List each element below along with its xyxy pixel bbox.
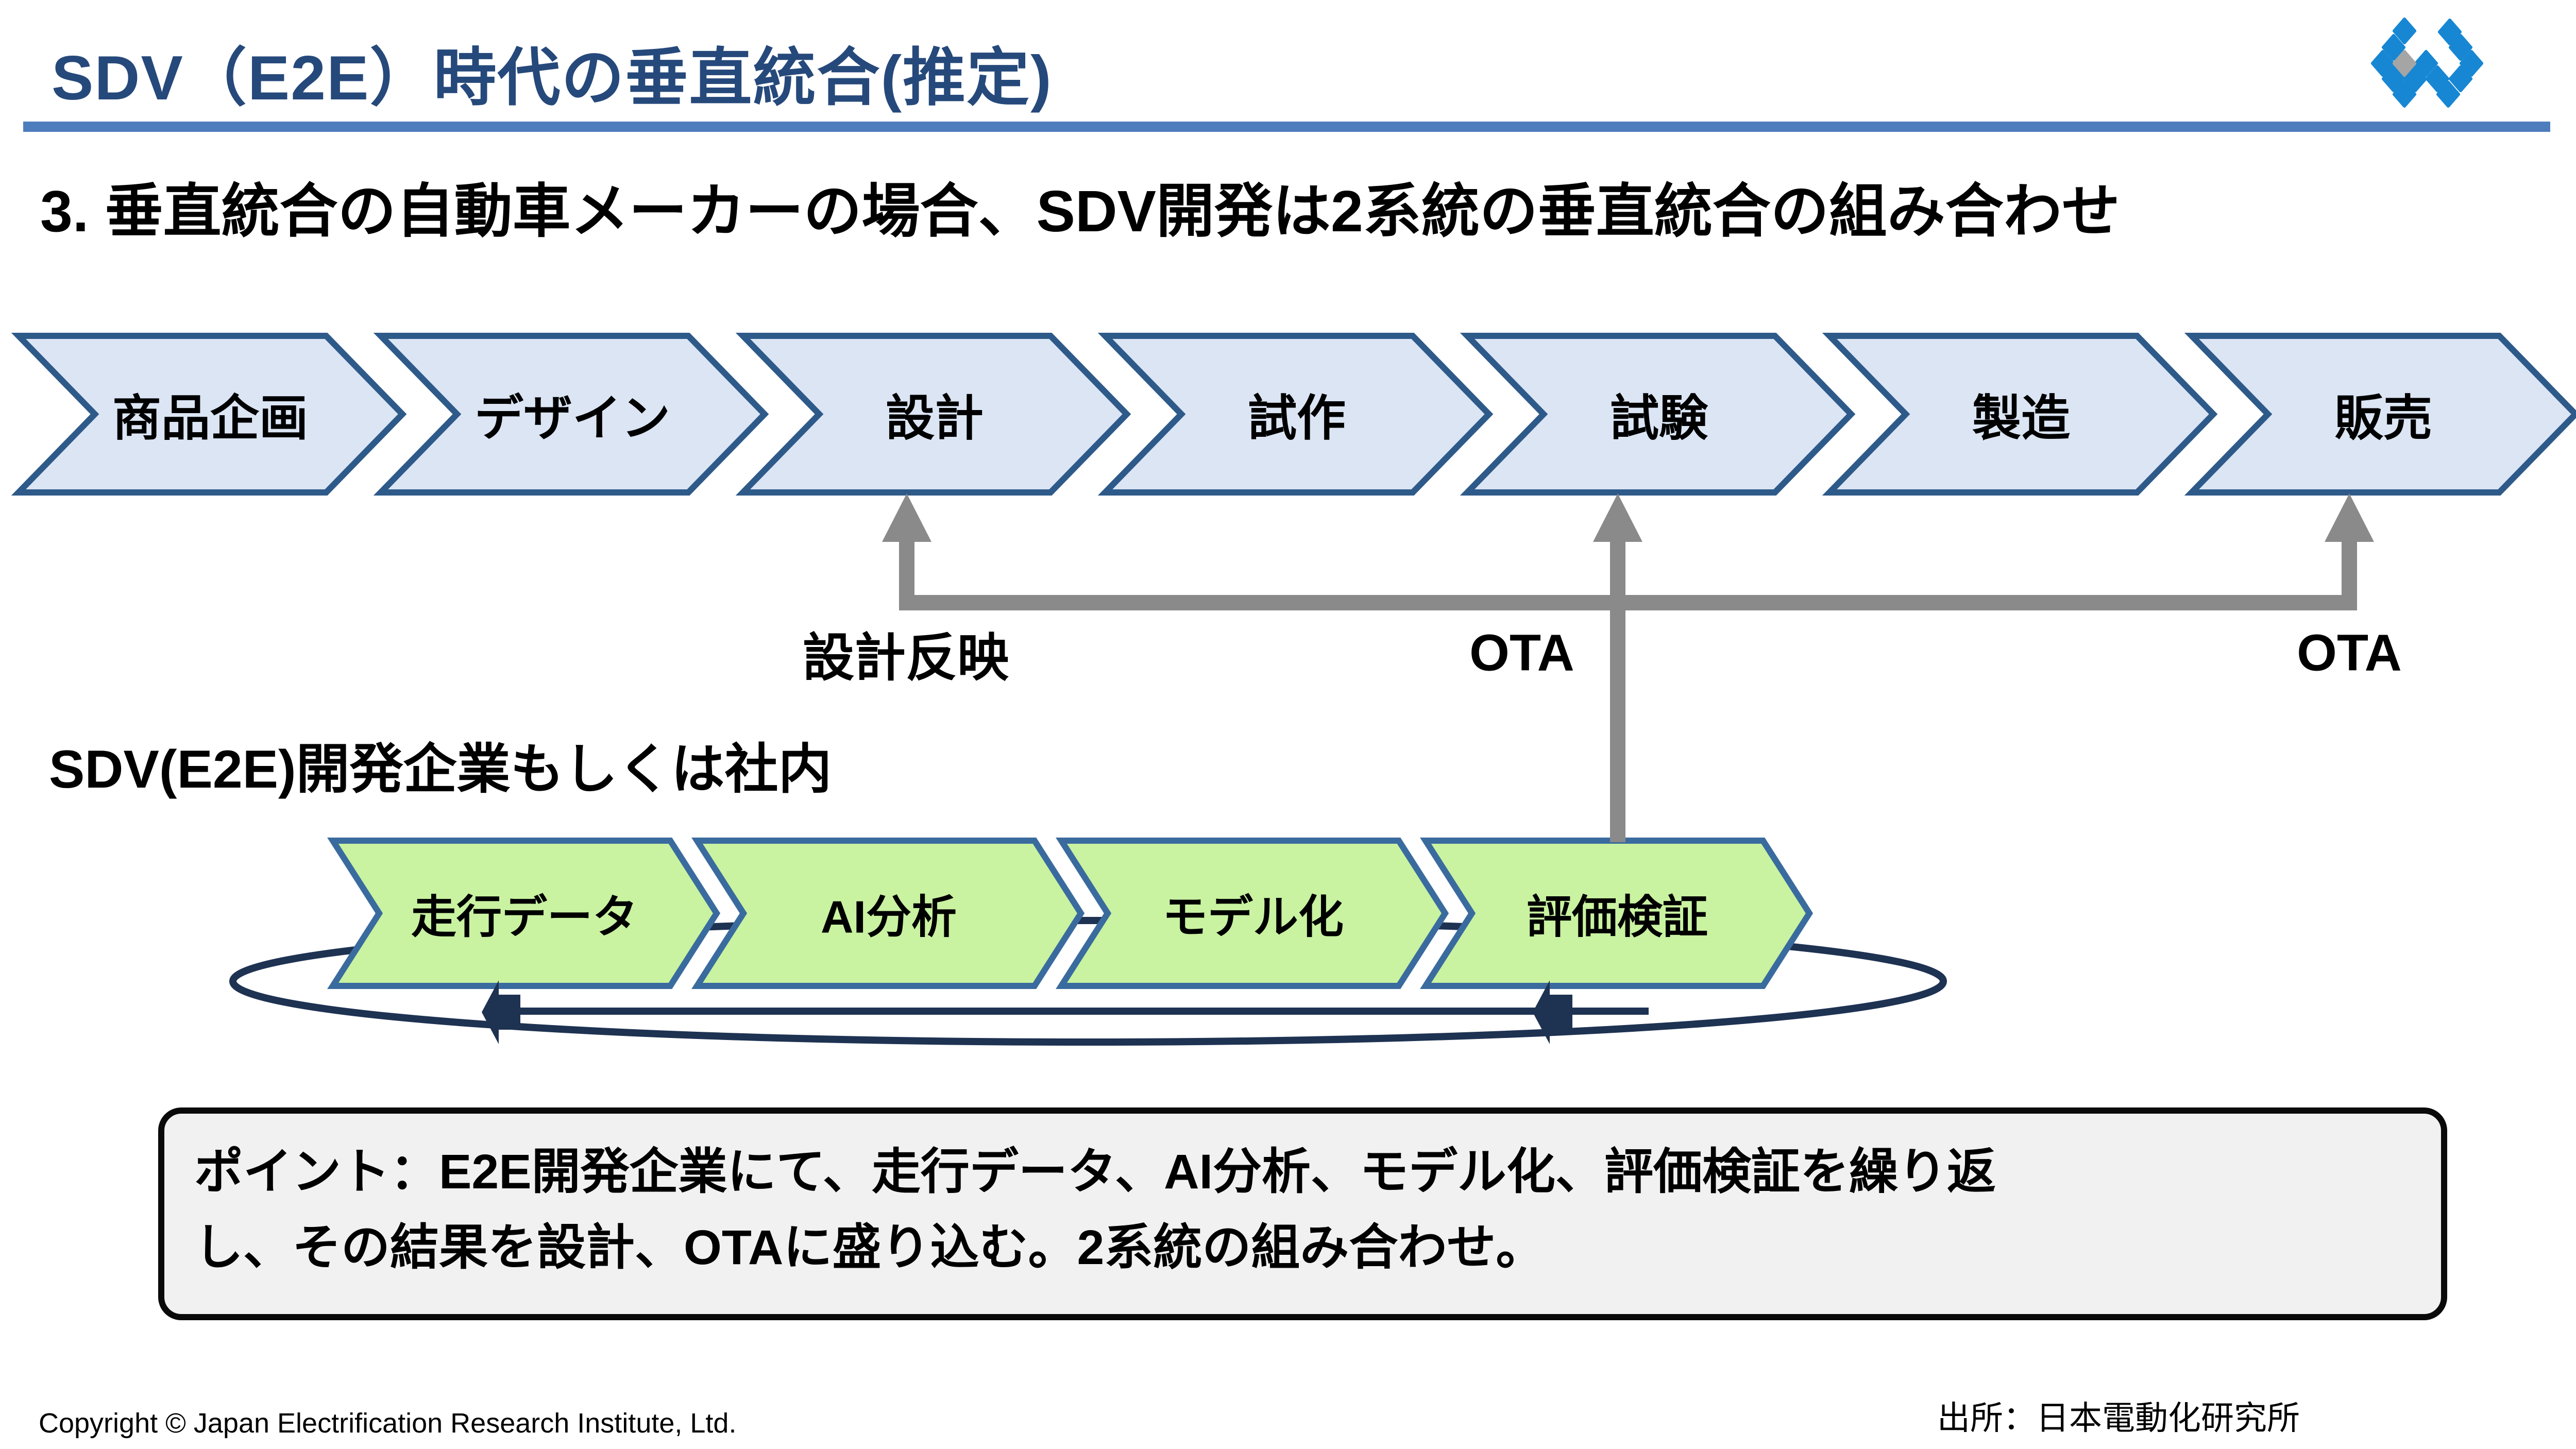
top-process-row — [11, 333, 2576, 496]
loop-chevron-4 — [1420, 838, 1814, 989]
process-chevron-3 — [735, 333, 1131, 496]
section-heading: 3. 垂直統合の自動車メーカーの場合、SDV開発は2系統の垂直統合の組み合わせ — [40, 179, 2120, 244]
footer-source: 出所：日本電動化研究所 — [1937, 1400, 2300, 1437]
process-label-prototype: 試作 — [1247, 391, 1346, 446]
loop-chevron-1 — [327, 838, 721, 989]
process-chevron-6 — [1822, 333, 2218, 496]
process-label-engineering: 設計 — [885, 391, 984, 446]
loop-label-driving-data: 走行データ — [411, 891, 638, 943]
loop-chevron-2 — [691, 838, 1085, 989]
point-text-line2: し、その結果を設計、OTAに盛り込む。2系統の組み合わせ。 — [194, 1220, 1545, 1275]
process-chevron-2 — [373, 333, 769, 496]
gray-connectors — [882, 493, 2374, 842]
arrowhead-up-sales-icon — [2325, 493, 2374, 542]
sdv-loop-caption: SDV(E2E)開発企業もしくは社内 — [49, 740, 832, 799]
logo-gray-diamond-icon — [2393, 50, 2416, 77]
process-chevron-7 — [2184, 333, 2576, 496]
process-label-sales: 販売 — [2334, 391, 2433, 446]
label-ota-sales: OTA — [2297, 624, 2402, 682]
process-label-testing: 試験 — [1609, 391, 1708, 446]
loop-label-modeling: モデル化 — [1162, 891, 1344, 943]
process-chevron-1 — [11, 333, 407, 496]
connector-shaft-sales — [2342, 538, 2357, 610]
point-text-line1: ポイント：E2E開発企業にて、走行データ、AI分析、モデル化、評価検証を繰り返 — [194, 1145, 1996, 1199]
process-chevron-5 — [1460, 333, 1856, 496]
connector-shaft-test — [1610, 538, 1625, 610]
loop-chevron-3 — [1056, 838, 1449, 989]
label-design-feedback: 設計反映 — [803, 629, 1009, 687]
process-chevron-4 — [1097, 333, 1494, 496]
connector-shaft-design — [899, 538, 914, 610]
title-divider — [23, 122, 2550, 132]
loop-return-line — [482, 980, 1649, 1044]
page-title: SDV（E2E）時代の垂直統合(推定) — [52, 43, 1053, 113]
arrowhead-up-test-icon — [1593, 493, 1642, 542]
arrowhead-up-design-icon — [882, 493, 931, 542]
loop-label-validation: 評価検証 — [1526, 891, 1708, 943]
process-label-manufacturing: 製造 — [1972, 391, 2071, 446]
footer-copyright: Copyright © Japan Electrification Resear… — [39, 1408, 737, 1439]
arrow-left-block-left-icon — [482, 980, 520, 1044]
return-line — [518, 1008, 1649, 1015]
arrow-left-block-right-icon — [1533, 980, 1572, 1044]
process-label-design-style: デザイン — [474, 391, 671, 446]
connector-down-to-validation — [1610, 610, 1625, 842]
loop-label-ai-analysis: AI分析 — [820, 891, 957, 943]
connector-horizontal-bar — [899, 595, 2357, 610]
label-ota-test: OTA — [1469, 624, 1574, 682]
company-logo-icon — [2371, 18, 2483, 108]
process-label-planning: 商品企画 — [112, 391, 309, 446]
sdv-loop-row — [327, 838, 1814, 989]
point-callout-box: ポイント：E2E開発企業にて、走行データ、AI分析、モデル化、評価検証を繰り返 … — [158, 1107, 2447, 1320]
loop-ellipse — [229, 917, 1947, 1046]
